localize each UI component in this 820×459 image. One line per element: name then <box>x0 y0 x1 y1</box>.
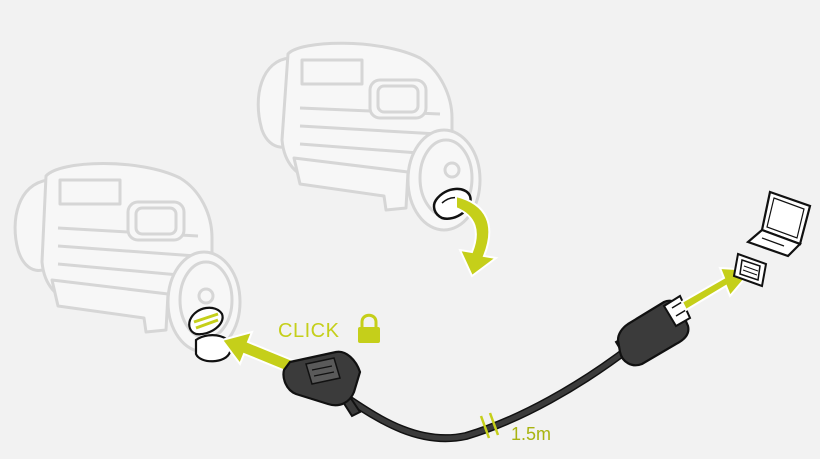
camera-plug <box>282 350 362 418</box>
usb-cable <box>346 342 636 443</box>
door-open-arrow <box>455 194 499 278</box>
usb-a-plug <box>614 294 692 367</box>
lock-icon <box>358 313 380 343</box>
laptop-icon <box>745 190 812 258</box>
camera-lower <box>13 162 242 354</box>
usb-port-icon <box>732 252 768 288</box>
insert-arrow <box>220 330 294 374</box>
cable-length-label: 1.5m <box>511 424 552 444</box>
click-label: CLICK <box>278 320 340 342</box>
camera-upper <box>256 41 482 232</box>
